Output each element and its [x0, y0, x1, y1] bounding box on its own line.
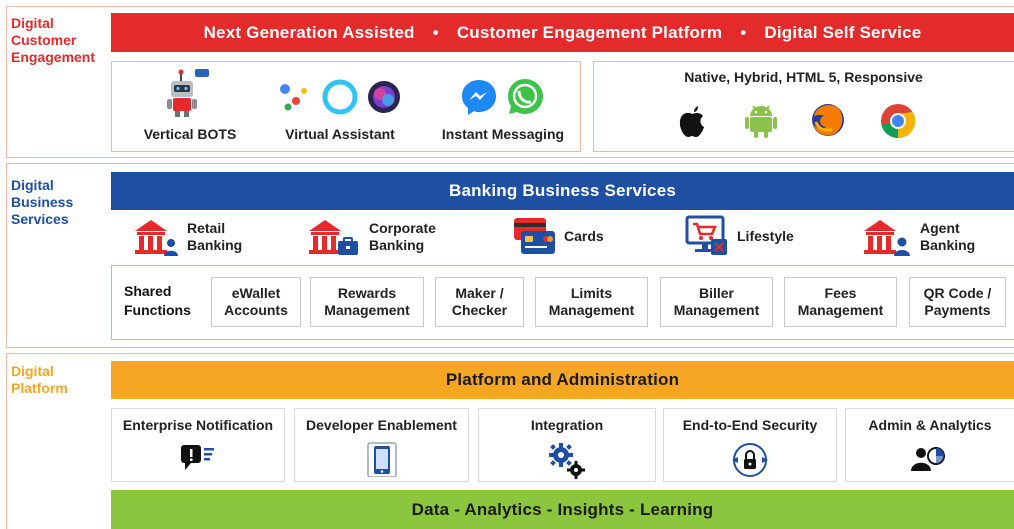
channel-instant-messaging: Instant Messaging [432, 65, 574, 145]
bank-agent-icon [864, 220, 910, 256]
messaging-icons [462, 79, 543, 115]
admin-users-icon [911, 447, 945, 471]
firefox-icon [812, 104, 844, 136]
shared-functions-label: Shared Functions [124, 283, 191, 318]
shared-qr-code-payments: QR Code /Payments [909, 277, 1006, 327]
business-services-label: Digital Business Services [11, 177, 74, 227]
mobile-device-icon [366, 442, 397, 477]
platform-enterprise-notification: Enterprise Notification [111, 408, 285, 482]
chrome-icon [881, 104, 916, 139]
service-cards: Cards [512, 215, 604, 257]
channel-vertical-bots: Vertical BOTS [130, 65, 250, 145]
bank-briefcase-icon [309, 220, 358, 255]
customer-engagement-bar: Next Generation Assisted • Customer Enga… [111, 13, 1014, 52]
service-retail-banking: Retail Banking [133, 217, 242, 257]
banking-business-services-bar: Banking Business Services [111, 172, 1014, 210]
service-lifestyle: Lifestyle [685, 215, 794, 257]
platform-end-to-end-security: End-to-End Security [663, 408, 837, 482]
data-analytics-bar: Data - Analytics - Insights - Learning [111, 490, 1014, 529]
platform-integration: Integration [478, 408, 656, 482]
digital-platform-section [6, 353, 1014, 529]
platform-admin-analytics: Admin & Analytics [845, 408, 1014, 482]
gears-icon [549, 443, 585, 479]
service-agent-banking: Agent Banking [862, 217, 975, 257]
lock-icon [732, 443, 768, 477]
shared-maker-checker: Maker /Checker [435, 277, 524, 327]
customer-engagement-section [6, 6, 1014, 158]
channel-virtual-assistant: Virtual Assistant [270, 65, 410, 145]
bank-person-icon [135, 220, 178, 256]
business-services-section [6, 163, 1014, 348]
android-icon [745, 105, 777, 138]
platforms-box [593, 61, 1014, 152]
platform-administration-bar: Platform and Administration [111, 361, 1014, 399]
platforms-title: Native, Hybrid, HTML 5, Responsive [684, 69, 923, 85]
customer-engagement-label: Digital Customer Engagement [11, 15, 96, 65]
robot-icon [167, 69, 209, 117]
apple-icon [679, 106, 704, 137]
notification-icon [181, 445, 214, 470]
cards-icon [514, 218, 555, 254]
platform-developer-enablement: Developer Enablement [294, 408, 469, 482]
service-corporate-banking: Corporate Banking [307, 217, 436, 257]
assistant-icons [280, 79, 400, 115]
shopping-screen-icon [685, 215, 727, 255]
digital-platform-label: Digital Platform [11, 363, 68, 396]
